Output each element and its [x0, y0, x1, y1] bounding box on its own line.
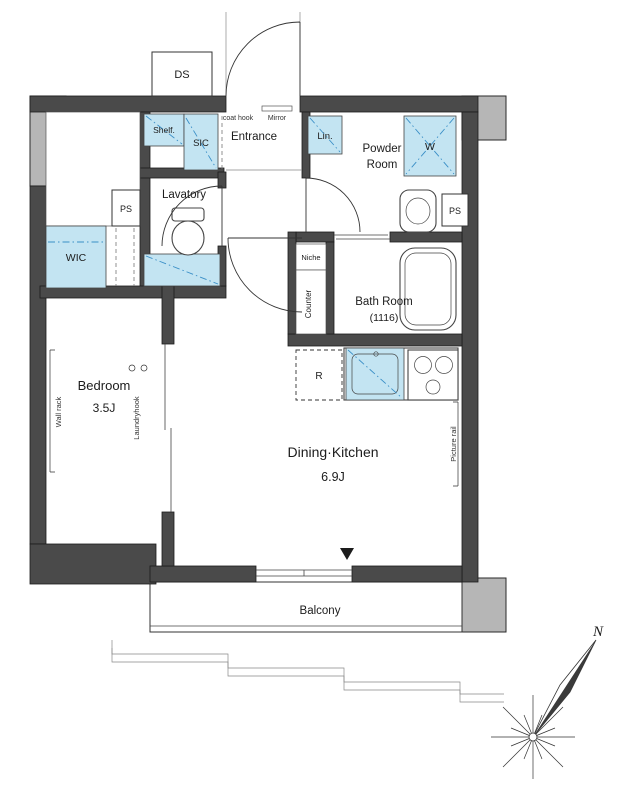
wash-basin [399, 189, 437, 233]
toilet-bowl [171, 220, 205, 256]
bedroom-label-1: Bedroom [78, 378, 131, 393]
column-bottom-right [461, 577, 507, 633]
wic-label: WIC [66, 252, 87, 264]
burner-1 [414, 356, 432, 374]
dining-kitchen-label-2: 6.9J [321, 470, 345, 484]
compass-hub [528, 732, 538, 742]
picture-rail-bracket [453, 401, 459, 487]
balcony-sliding-door [256, 569, 352, 577]
mirror-bar [261, 105, 293, 112]
ps-right-box [441, 193, 469, 227]
wall-top-left [29, 95, 227, 113]
burner-3 [425, 379, 441, 395]
dining-kitchen-label-1: Dining·Kitchen [287, 444, 378, 460]
powder-door-swing [305, 177, 361, 233]
wall-rack-label: Wall rack [54, 396, 63, 427]
refrigerator-label: R [315, 371, 322, 382]
washer-label: W [425, 141, 435, 153]
wic-box [45, 225, 107, 289]
shelf-label: Shelf. [153, 125, 175, 135]
sink-basin [351, 353, 399, 395]
niche-counter [295, 243, 327, 335]
ps-right-label: PS [449, 206, 461, 216]
balcony-area [149, 581, 463, 633]
entrance-porch [151, 12, 302, 171]
interior-doors [161, 177, 361, 577]
bathroom-fixtures [334, 234, 457, 331]
compass-needle-dark [533, 640, 596, 737]
mirror-label: Mirror [268, 115, 287, 122]
wall-bottom-dk-left [149, 565, 257, 583]
ds-label: DS [174, 69, 189, 81]
washer-hatch [405, 117, 455, 175]
faucet [373, 351, 379, 357]
balcony-door-marker [340, 548, 354, 560]
entrance-label: Entrance [231, 131, 277, 143]
toilet-tank [171, 207, 205, 222]
kitchen [295, 347, 459, 401]
boundary-line-2 [111, 648, 504, 703]
site-boundary [111, 640, 504, 703]
bath-sliding-door [334, 234, 390, 240]
bathtub-inner [404, 252, 452, 326]
laundry-hook-label: Laundryhook [132, 396, 141, 440]
wall-divider-lower [161, 511, 175, 567]
wall-bottom-left-block [29, 543, 157, 585]
wall-right [461, 111, 479, 583]
wall-powder-bottom-left [295, 231, 335, 243]
wall-niche-left [287, 231, 297, 335]
room-labels: DS Shelf. SIC coat hook Mirror Entrance … [54, 69, 604, 640]
wall-powder-bottom-right [389, 231, 463, 243]
sic-hatch [185, 117, 217, 169]
annotation-marks [49, 105, 459, 560]
wall-top-right [299, 95, 479, 113]
basin-counter [399, 189, 437, 233]
lavatory-counter [143, 253, 221, 287]
wall-bath-bottom [287, 333, 463, 347]
bath-room-label-1: Bath Room [355, 296, 413, 308]
bedroom-label-2: 3.5J [93, 401, 116, 415]
refrigerator-space [295, 349, 343, 401]
bedroom-sliding-door [164, 344, 172, 512]
lavatory-label: Lavatory [162, 189, 206, 201]
linen-label: Lin. [317, 131, 332, 142]
powder-room-label-1: Powder [363, 143, 402, 155]
lavatory-door-swing [161, 185, 223, 247]
counter-label: Counter [304, 289, 313, 318]
bathtub [399, 247, 457, 331]
compass [491, 639, 597, 779]
counter-box [295, 269, 327, 335]
wall-bedroom-top [39, 285, 227, 299]
hall-dk-door-swing [227, 237, 303, 313]
niche-box [295, 243, 327, 271]
sic-label: SIC [193, 138, 209, 149]
lavatory-counter-hatch [145, 255, 219, 285]
sink-hatch [347, 349, 403, 399]
stove [407, 349, 459, 401]
coat-hook-label: coat hook [223, 115, 254, 122]
walls [29, 95, 479, 585]
ds-box [151, 51, 213, 97]
boundary-line-1 [111, 640, 504, 695]
ps-left-label: PS [120, 204, 132, 214]
wall-rack-bracket [49, 349, 55, 473]
burner-2 [435, 356, 453, 374]
niche-label: Niche [301, 253, 320, 262]
balcony-floor [149, 581, 463, 633]
entrance-door-swing [225, 21, 301, 97]
north-label: N [592, 624, 604, 640]
basin-bowl [405, 197, 431, 225]
laundry-hook-1 [128, 364, 136, 372]
picture-rail-label: Picture rail [449, 426, 458, 462]
powder-room-label-2: Room [367, 159, 398, 171]
laundry-hook-2 [140, 364, 148, 372]
ps-left-box [111, 189, 141, 227]
wall-divider-upper [161, 285, 175, 345]
bath-room-label-2: (1116) [370, 312, 399, 324]
toilet [171, 207, 205, 256]
wall-bottom-dk-right [351, 565, 463, 583]
wall-bath-left [325, 241, 335, 335]
balcony-label: Balcony [300, 605, 341, 617]
wall-left [29, 185, 47, 545]
